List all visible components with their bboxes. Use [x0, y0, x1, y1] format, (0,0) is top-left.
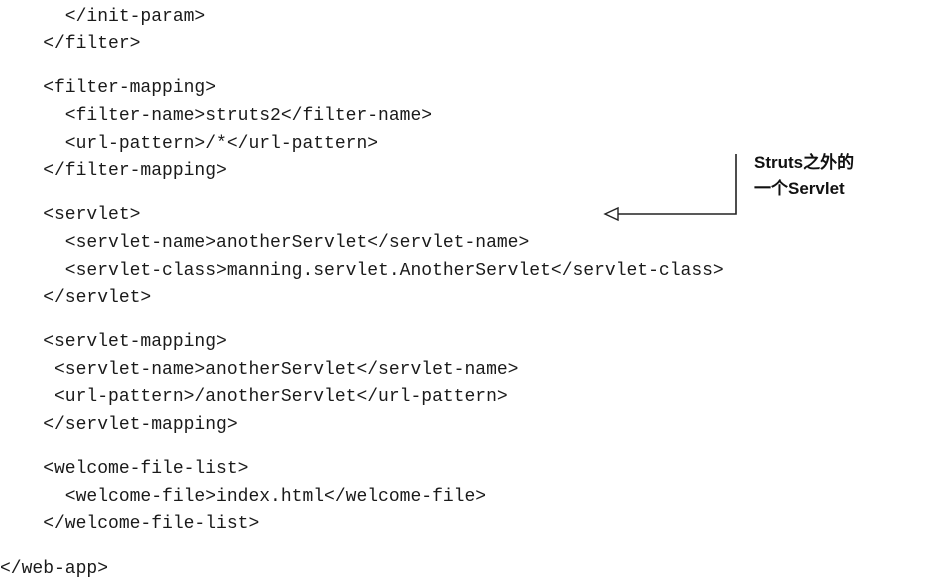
annotation-callout: Struts之外的 一个Servlet — [754, 150, 854, 202]
code-line: <servlet> — [0, 205, 141, 225]
code-line: </servlet> — [0, 288, 152, 308]
arrowhead-icon — [603, 206, 619, 222]
code-line: <filter-mapping> — [0, 78, 217, 98]
code-line: <servlet-mapping> — [0, 332, 227, 352]
code-line: </filter-mapping> — [0, 161, 227, 181]
code-line: <servlet-name>anotherServlet</servlet-na… — [0, 360, 519, 380]
callout-line-2: 一个Servlet — [754, 179, 845, 198]
code-line: <url-pattern>/*</url-pattern> — [0, 134, 379, 154]
code-line: </init-param> — [0, 7, 206, 27]
code-line: </filter> — [0, 34, 141, 54]
code-line: <url-pattern>/anotherServlet</url-patter… — [0, 387, 508, 407]
code-line: <servlet-class>manning.servlet.AnotherSe… — [0, 261, 724, 281]
callout-line-1: Struts之外的 — [754, 153, 855, 172]
code-line: <servlet-name>anotherServlet</servlet-na… — [0, 233, 530, 253]
xml-code-block: </init-param> </filter> <filter-mapping>… — [0, 0, 724, 579]
code-line: </welcome-file-list> — [0, 514, 260, 534]
code-line: <welcome-file>index.html</welcome-file> — [0, 487, 487, 507]
code-line: <welcome-file-list> — [0, 459, 249, 479]
code-line: <filter-name>struts2</filter-name> — [0, 106, 433, 126]
code-line: </web-app> — [0, 559, 109, 579]
code-line: </servlet-mapping> — [0, 415, 238, 435]
